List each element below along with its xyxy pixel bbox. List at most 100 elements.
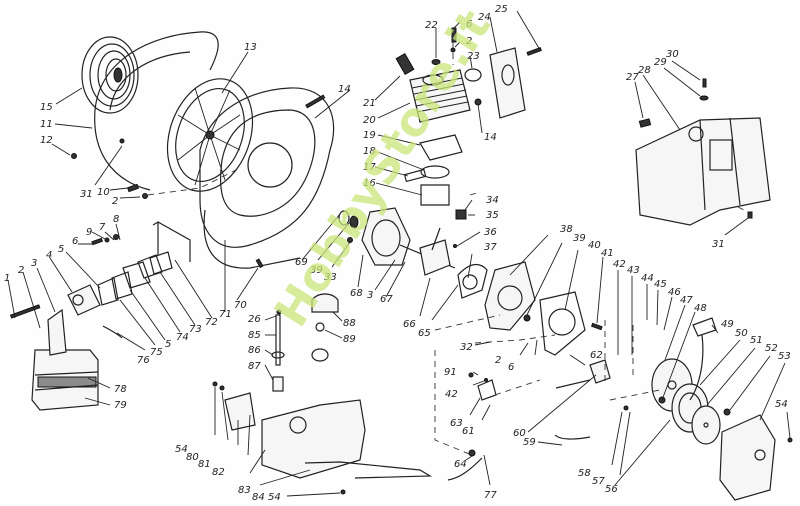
- label-30: 30: [666, 49, 679, 60]
- label-39: 39: [573, 233, 586, 244]
- label-70: 70: [234, 300, 247, 311]
- label-54: 54: [775, 399, 788, 410]
- label-49: 49: [721, 319, 734, 330]
- small-fasteners-top-left: [71, 94, 326, 199]
- label-58: 58: [578, 468, 591, 479]
- label-85: 85: [248, 330, 261, 341]
- starter-pulley: [671, 383, 721, 445]
- label-43: 43: [627, 265, 640, 276]
- label-14: 14: [338, 84, 351, 95]
- label-37: 37: [484, 242, 497, 253]
- label-34: 34: [486, 195, 499, 206]
- label-3: 3: [367, 290, 373, 301]
- label-31-cover: 31: [712, 239, 725, 250]
- label-77: 77: [484, 490, 497, 501]
- leader-lines: [7, 10, 791, 497]
- label-51: 51: [750, 335, 763, 346]
- label-52: 52: [765, 343, 778, 354]
- label-66: 66: [403, 319, 416, 330]
- label-54: 54: [175, 444, 188, 455]
- label-50: 50: [735, 328, 748, 339]
- label-9: 9: [86, 227, 92, 238]
- label-45: 45: [654, 279, 667, 290]
- label-10: 10: [97, 187, 110, 198]
- watermark: HobbyStore.it: [264, 0, 502, 335]
- label-61: 61: [462, 426, 475, 437]
- label-23: 23: [467, 51, 480, 62]
- label-2: 2: [495, 355, 501, 366]
- fan-impeller: [166, 78, 254, 192]
- label-83: 83: [238, 485, 251, 496]
- label-20: 20: [363, 115, 376, 126]
- label-18: 18: [363, 146, 376, 157]
- crankcase-half-right: [457, 261, 536, 331]
- air-filter: [31, 308, 99, 411]
- label-46: 46: [668, 287, 681, 298]
- label-75: 75: [150, 347, 163, 358]
- label-84: 84: [252, 492, 265, 503]
- label-72: 72: [205, 317, 218, 328]
- label-47: 47: [680, 295, 693, 306]
- gasket-piston-group: [403, 134, 467, 220]
- label-56: 56: [605, 484, 618, 495]
- label-81: 81: [198, 459, 211, 470]
- label-68: 68: [350, 288, 363, 299]
- label-2: 2: [466, 36, 472, 47]
- label-19: 19: [363, 130, 376, 141]
- label-48: 48: [694, 303, 707, 314]
- crankshaft: [399, 227, 457, 276]
- label-22: 22: [425, 20, 438, 31]
- label-53: 53: [778, 351, 791, 362]
- label-3: 3: [31, 258, 37, 269]
- engine-cover: [635, 78, 771, 226]
- label-27: 27: [626, 72, 639, 83]
- label-14-muffler: 14: [484, 132, 497, 143]
- label-2: 2: [112, 196, 118, 207]
- label-39: 39: [310, 265, 323, 276]
- label-26: 26: [248, 314, 261, 325]
- label-73: 73: [189, 324, 202, 335]
- label-16: 16: [363, 178, 376, 189]
- label-57: 57: [592, 476, 605, 487]
- label-89: 89: [343, 334, 356, 345]
- label-62: 62: [590, 350, 603, 361]
- label-60: 60: [513, 428, 526, 439]
- starter-cover: [719, 408, 793, 501]
- label-82: 82: [212, 467, 225, 478]
- label-5: 5: [165, 339, 171, 350]
- label-64: 64: [454, 459, 467, 470]
- label-11: 11: [40, 119, 53, 130]
- label-71: 71: [219, 309, 232, 320]
- label-4: 4: [46, 250, 52, 261]
- label-12: 12: [40, 135, 53, 146]
- label-44: 44: [641, 273, 654, 284]
- label-69: 69: [295, 257, 308, 268]
- label-76: 76: [137, 355, 150, 366]
- label-42: 42: [613, 259, 626, 270]
- label-41: 41: [601, 248, 614, 259]
- label-40: 40: [588, 240, 601, 251]
- label-6: 6: [508, 362, 514, 373]
- label-21: 21: [363, 98, 376, 109]
- label-38: 38: [560, 224, 573, 235]
- label-6: 6: [72, 236, 78, 247]
- label-88: 88: [343, 318, 356, 329]
- label-7: 7: [99, 222, 106, 233]
- label-1: 1: [4, 273, 10, 284]
- label-67: 67: [380, 294, 393, 305]
- cylinder: [395, 53, 471, 123]
- blower-housing: [199, 87, 335, 269]
- fuel-tank: [212, 381, 433, 479]
- label-78: 78: [114, 384, 127, 395]
- label-42: 42: [445, 389, 458, 400]
- label-15: 15: [40, 102, 53, 113]
- label-54: 54: [268, 492, 281, 503]
- label-87: 87: [248, 361, 261, 372]
- label-5: 5: [58, 244, 64, 255]
- ignition-plate: [539, 291, 603, 356]
- label-74: 74: [176, 332, 189, 343]
- label-29: 29: [654, 57, 667, 68]
- intake-gaskets: [91, 220, 264, 339]
- label-25: 25: [495, 4, 508, 15]
